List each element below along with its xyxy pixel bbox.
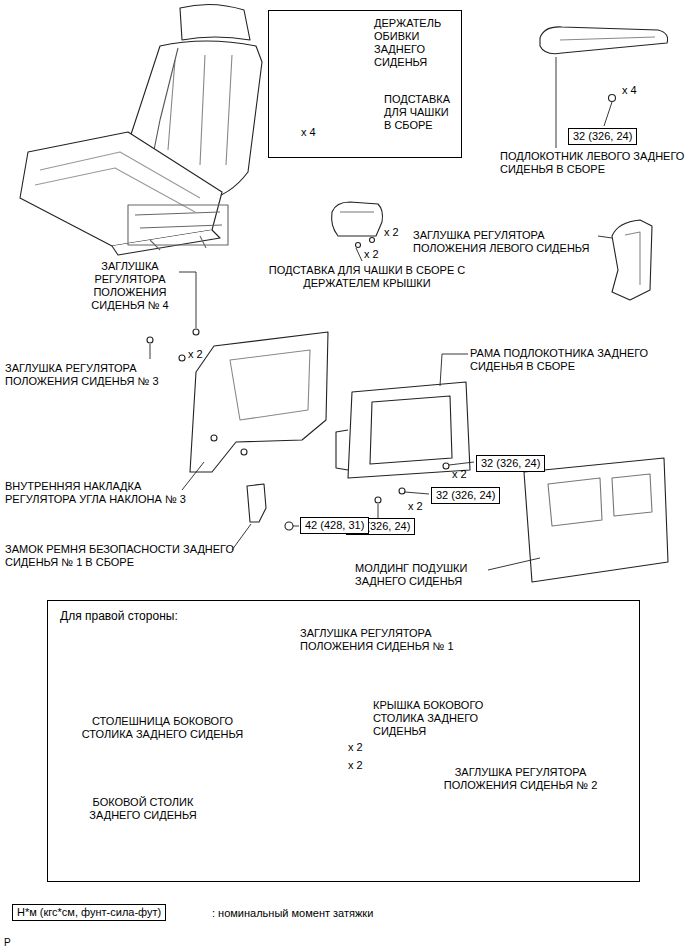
- part-label: x 4: [301, 126, 316, 139]
- qty-label: P: [4, 937, 11, 949]
- part-label: ПОДЛОКОТНИК ЛЕВОГО ЗАДНЕГО СИДЕНЬЯ В СБО…: [500, 150, 688, 176]
- qty-label: : номинальный момент затяжки: [212, 907, 373, 920]
- qty-label: x 2: [452, 468, 467, 481]
- cushion-molding: [524, 458, 668, 582]
- part-label: ЗАГЛУШКА РЕГУЛЯТОРА ПОЛОЖЕНИЯ ЛЕВОГО СИД…: [413, 229, 603, 255]
- part-label: БОКОВОЙ СТОЛИК ЗАДНЕГО СИДЕНЬЯ: [73, 796, 213, 822]
- bolt: [285, 522, 293, 530]
- part-label: РАМА ПОДЛОКОТНИКА ЗАДНЕГО СИДЕНЬЯ В СБОР…: [470, 347, 680, 373]
- part-label: ПОДСТАВКА ДЛЯ ЧАШКИ В СБОРЕ: [384, 93, 456, 132]
- qty-label: x 2: [384, 226, 399, 239]
- cap: [193, 329, 199, 335]
- torque-box: 42 (428, 31): [300, 517, 369, 534]
- part-label: ЗАМОК РЕМНЯ БЕЗОПАСНОСТИ ЗАДНЕГО СИДЕНЬЯ…: [5, 543, 240, 569]
- screw: [609, 95, 616, 102]
- armrest-frame: [336, 382, 470, 503]
- part-label: Для правой стороны:: [60, 609, 178, 623]
- part-label: КРЫШКА БОКОВОГО СТОЛИКА ЗАДНЕГО СИДЕНЬЯ: [373, 699, 513, 738]
- torque-box: Н*м (кгс*см, фунт-сила-фут): [12, 904, 166, 921]
- group-frame: Для правой стороны: ЗАГЛУШКА РЕГУЛЯТОРА П…: [47, 600, 640, 882]
- part-label: x 2: [348, 741, 363, 754]
- seat-belt-buckle: [247, 484, 266, 522]
- part-label: ПОДСТАВКА ДЛЯ ЧАШКИ В СБОРЕ С ДЕРЖАТЕЛЕМ…: [252, 264, 482, 290]
- part-label: ДЕРЖАТЕЛЬ ОБИВКИ ЗАДНЕГО СИДЕНЬЯ: [374, 17, 454, 69]
- qty-label: x 2: [408, 500, 423, 513]
- armrest: [540, 27, 668, 54]
- qty-label: x 4: [622, 84, 637, 97]
- torque-value: 42 (428, 31): [305, 519, 364, 532]
- part-label: ЗАГЛУШКА РЕГУЛЯТОРА ПОЛОЖЕНИЯ СИДЕНЬЯ № …: [418, 766, 623, 792]
- part-label: ЗАГЛУШКА РЕГУЛЯТОРА ПОЛОЖЕНИЯ СИДЕНЬЯ № …: [5, 362, 187, 388]
- cup-holder-lid: [332, 202, 383, 236]
- torque-value: 32 (326, 24): [481, 457, 540, 470]
- part-label: СТОЛЕШНИЦА БОКОВОГО СТОЛИКА ЗАДНЕГО СИДЕ…: [70, 715, 255, 741]
- torque-box: 32 (326, 24): [431, 487, 500, 504]
- torque-value: 32 (326, 24): [573, 130, 632, 143]
- torque-value: Н*м (кгс*см, фунт-сила-фут): [17, 906, 161, 919]
- part-label: x 2: [348, 759, 363, 772]
- torque-box: 32 (326, 24): [568, 128, 637, 145]
- seat-drawing: [20, 4, 262, 255]
- part-label: ЗАГЛУШКА РЕГУЛЯТОРА ПОЛОЖЕНИЯ СИДЕНЬЯ № …: [82, 260, 178, 312]
- qty-label: x 2: [188, 348, 203, 361]
- cap: [147, 337, 153, 343]
- adjuster-cover: [612, 220, 652, 300]
- torque-box: 32 (326, 24): [476, 455, 545, 472]
- group-frame: ДЕРЖАТЕЛЬ ОБИВКИ ЗАДНЕГО СИДЕНЬЯ ПОДСТАВК…: [268, 10, 462, 158]
- part-label: ЗАГЛУШКА РЕГУЛЯТОРА ПОЛОЖЕНИЯ СИДЕНЬЯ № …: [300, 627, 500, 653]
- inner-panel: [190, 332, 328, 472]
- qty-label: x 2: [364, 248, 379, 261]
- part-label: МОЛДИНГ ПОДУШКИ ЗАДНЕГО СИДЕНЬЯ: [355, 562, 487, 588]
- torque-value: 32 (326, 24): [436, 489, 495, 502]
- part-label: ВНУТРЕННЯЯ НАКЛАДКА РЕГУЛЯТОРА УГЛА НАКЛ…: [5, 480, 187, 506]
